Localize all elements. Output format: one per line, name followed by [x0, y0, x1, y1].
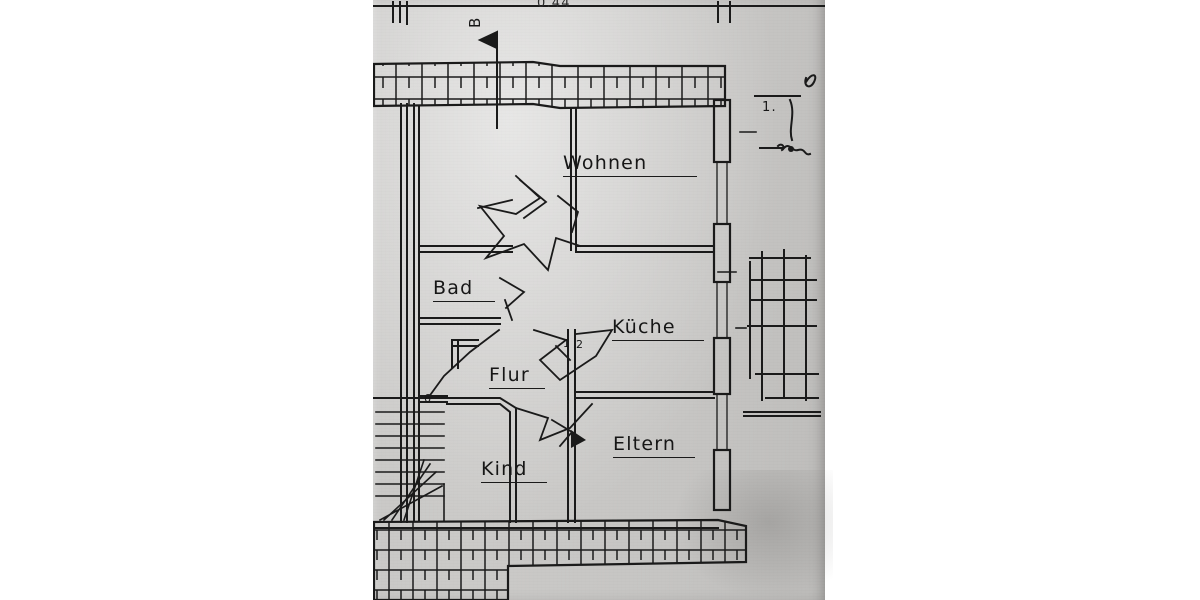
grid-panel — [743, 249, 821, 417]
section-marker-label: B — [466, 16, 484, 29]
right-exterior-wall — [712, 98, 732, 512]
room-label-bad: Bad — [433, 277, 495, 302]
top-dimension-line — [373, 1, 825, 25]
room-label-flur: Flur — [489, 364, 545, 389]
annotation-door-mark-2: 2 — [576, 338, 585, 351]
annotation-stair-mark-6: 6 — [424, 392, 433, 405]
top-exterior-wall — [373, 60, 727, 110]
room-label-kind: Kind — [481, 458, 547, 483]
room-label-eltern: Eltern — [613, 433, 695, 458]
interior-walls — [418, 107, 715, 523]
door-swing-symbols — [426, 174, 614, 448]
room-label-kueche: Küche — [612, 316, 704, 341]
top-dimension-label: 0.44 — [537, 0, 571, 11]
annotation-door-mark-1: 1 — [563, 337, 572, 350]
annotation-margin-mark-1: 1. — [762, 100, 777, 115]
misc-ticks — [717, 131, 757, 329]
handwritten-margin-squiggle — [754, 74, 817, 156]
staircase — [373, 397, 448, 522]
room-label-wohnen: Wohnen — [563, 152, 697, 177]
bottom-exterior-wall — [373, 518, 748, 600]
